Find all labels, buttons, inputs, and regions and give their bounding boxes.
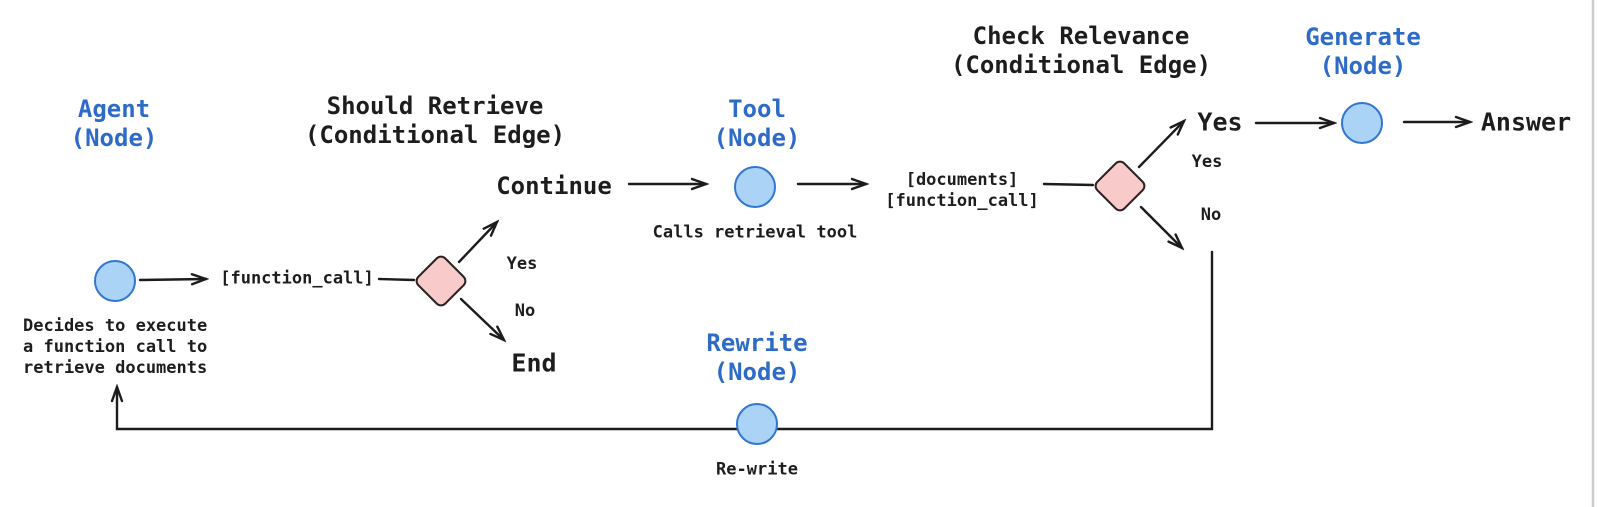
check-relevance-yes-label: Yes — [1191, 152, 1223, 172]
edge-documents-to-check-relevance-diamond — [1042, 182, 1095, 187]
check-relevance-yes-big-label: Yes — [1197, 107, 1243, 137]
check-relevance-no-label: No — [1200, 205, 1222, 225]
should-retrieve-yes-label: Yes — [506, 254, 538, 274]
generate-node-circle — [1341, 102, 1383, 144]
answer-label: Answer — [1480, 107, 1572, 137]
edge-function-call-to-should-retrieve-diamond — [377, 277, 416, 282]
edge-check-relevance-no-arrow — [1139, 205, 1182, 248]
agent-node-caption: Decides to execute a function call to re… — [23, 316, 208, 378]
tool-node-caption: Calls retrieval tool — [652, 222, 858, 243]
edge-agent-to-function-call — [138, 279, 206, 280]
generate-node-title: Generate (Node) — [1305, 23, 1421, 80]
edge-should-retrieve-yes-arrow — [457, 222, 497, 264]
tool-node-circle — [734, 166, 776, 208]
documents-function-call-label: [documents] [function_call] — [885, 170, 1039, 211]
edge-check-relevance-yes-arrow — [1137, 121, 1184, 169]
should-retrieve-title: Should Retrieve (Conditional Edge) — [304, 92, 566, 149]
agent-node-circle — [94, 260, 136, 302]
rewrite-node-caption: Re-write — [716, 459, 798, 480]
function-call-label: [function_call] — [220, 268, 374, 289]
edge-rewrite-return-to-agent — [117, 250, 1214, 431]
edge-should-retrieve-no-arrow — [459, 297, 504, 340]
continue-label: Continue — [496, 172, 612, 200]
check-relevance-title: Check Relevance (Conditional Edge) — [950, 22, 1212, 79]
rewrite-node-title: Rewrite (Node) — [706, 329, 808, 386]
tool-node-title: Tool (Node) — [713, 95, 801, 152]
end-label: End — [511, 348, 557, 378]
rewrite-node-circle — [736, 403, 778, 445]
should-retrieve-no-label: No — [514, 301, 536, 321]
agent-node-title: Agent (Node) — [70, 95, 158, 152]
